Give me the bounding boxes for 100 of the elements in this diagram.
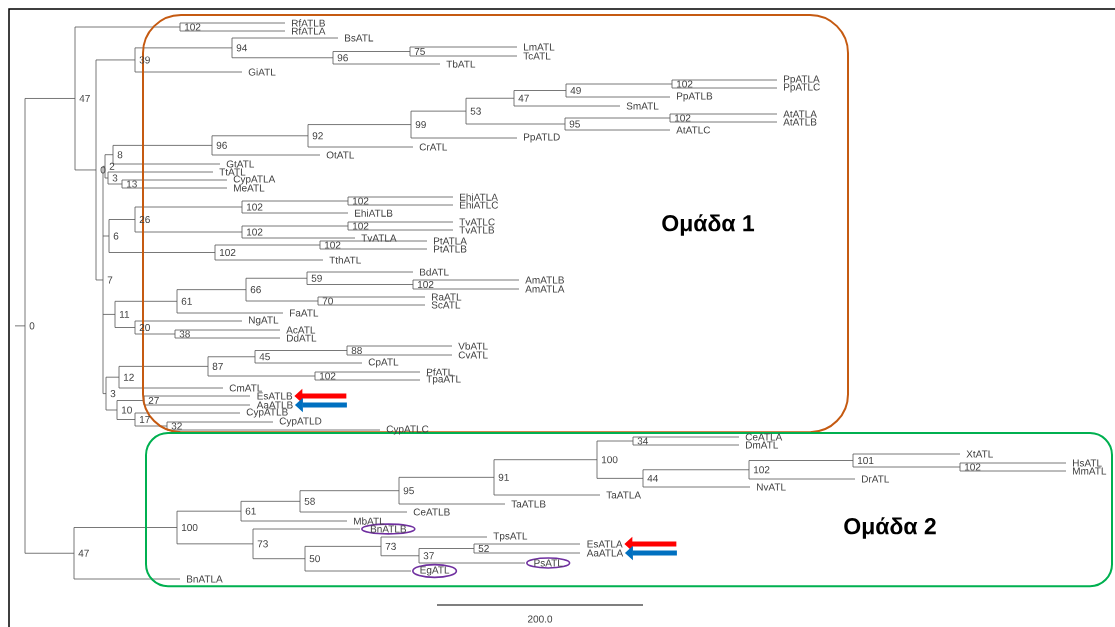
taxon-label: MbATL: [354, 517, 385, 525]
bootstrap-value: 102: [965, 463, 981, 471]
taxon-label: NvATL: [757, 483, 786, 491]
taxon-label: EhiATLA: [460, 193, 498, 201]
bootstrap-value: 59: [311, 274, 322, 282]
taxon-label: SmATL: [626, 102, 659, 110]
bootstrap-value: 52: [478, 544, 489, 553]
bootstrap-value: 66: [250, 286, 261, 294]
scale-label: 200.0: [528, 615, 553, 623]
taxon-label: MeATL: [234, 184, 265, 192]
bootstrap-value: 32: [171, 422, 182, 430]
bootstrap-value: 102: [325, 241, 341, 249]
taxon-label: TvATLC: [459, 218, 495, 226]
taxon-label: PpATLD: [524, 133, 560, 143]
taxon-label: AaATLA: [586, 549, 624, 557]
taxon-label: RfATLB: [292, 19, 325, 27]
group-title: Ομάδα 2: [844, 517, 936, 539]
taxon-label: PpATLA: [784, 75, 820, 85]
taxon-label: AtATLB: [783, 118, 817, 126]
bootstrap-value: 96: [337, 54, 348, 62]
taxon-label: TvATLB: [459, 226, 495, 234]
taxon-label: DmATL: [746, 441, 779, 449]
taxon-label: CeATLA: [745, 433, 783, 441]
bootstrap-value: 17: [139, 416, 150, 423]
taxon-label: FaATL: [290, 309, 319, 317]
taxon-label: AcATL: [286, 326, 316, 334]
taxon-label: PpATLB: [677, 92, 713, 102]
bootstrap-value: 10: [121, 406, 132, 414]
bootstrap-value: 96: [216, 141, 227, 149]
bootstrap-value: 99: [415, 121, 426, 129]
taxon-label: DdATL: [287, 334, 317, 342]
taxon-label: MmATL: [1073, 467, 1107, 475]
taxon-label: TpsATL: [493, 532, 528, 542]
taxon-label: GiATL: [248, 68, 276, 76]
bootstrap-value: 87: [212, 362, 223, 370]
taxon-label: AaATLB: [256, 401, 293, 409]
bootstrap-value: 7: [107, 276, 113, 284]
bootstrap-value: 50: [309, 555, 320, 563]
taxon-label: TcATL: [523, 52, 551, 60]
bootstrap-value: 95: [403, 487, 414, 495]
bootstrap-value: 73: [385, 542, 396, 550]
taxon-label: EsATLA: [587, 540, 623, 548]
taxon-label: RfATLA: [292, 27, 326, 35]
taxon-label: CypATLA: [233, 175, 276, 185]
bootstrap-value: 6: [113, 232, 119, 240]
bootstrap-value: 58: [304, 497, 315, 505]
bootstrap-value: 11: [119, 310, 130, 318]
bootstrap-value: 70: [322, 297, 333, 305]
taxon-label: PfATL: [427, 368, 453, 376]
bootstrap-value: 102: [219, 248, 236, 257]
taxon-label: PpATLC: [784, 83, 820, 93]
taxon-label: DrATL: [862, 475, 890, 483]
taxon-label: TpaATL: [426, 375, 461, 385]
taxon-label: CvATL: [458, 351, 488, 359]
circled-taxon-label: PsATL: [526, 557, 571, 569]
bootstrap-value: 88: [351, 346, 362, 355]
bootstrap-value: 34: [637, 437, 649, 445]
bootstrap-value: 3: [110, 390, 116, 398]
bootstrap-value: 102: [418, 280, 434, 289]
bootstrap-value: 0: [29, 322, 35, 330]
taxon-label: PtATLB: [434, 245, 467, 253]
bootstrap-value: 102: [754, 466, 770, 474]
bootstrap-value: 53: [470, 107, 481, 115]
bootstrap-value: 92: [312, 132, 323, 140]
taxon-label: PtATLA: [434, 237, 467, 245]
bootstrap-value: 47: [518, 94, 529, 102]
bootstrap-value: 3: [112, 174, 118, 182]
bootstrap-value: 91: [498, 473, 509, 481]
taxon-label: HsATL: [1073, 459, 1102, 467]
bootstrap-value: 61: [181, 297, 192, 305]
taxon-label: AtATLA: [783, 110, 817, 118]
group-title: Ομάδα 1: [662, 214, 755, 236]
bootstrap-value: 94: [236, 44, 248, 52]
bootstrap-value: 47: [79, 95, 90, 102]
taxon-label: EhiATLB: [355, 209, 393, 217]
taxon-label: GtATL: [226, 160, 255, 168]
bootstrap-value: 101: [858, 456, 874, 465]
taxon-label: CeATLB: [413, 508, 450, 516]
taxon-label: EhiATLC: [460, 201, 499, 209]
taxon-label: CypATLD: [279, 417, 322, 427]
taxon-label: BnATLA: [187, 575, 223, 583]
bootstrap-value: 102: [184, 23, 201, 31]
bootstrap-value: 102: [677, 80, 693, 88]
taxon-label: BsATL: [345, 34, 374, 42]
taxon-label: BdATL: [420, 268, 449, 276]
taxon-label: TvATLA: [361, 234, 397, 242]
taxon-label: LmATL: [524, 43, 555, 51]
taxon-label: NgATL: [249, 316, 279, 326]
taxon-label: TbATL: [446, 60, 476, 68]
bootstrap-value: 0: [100, 166, 106, 174]
bootstrap-value: 75: [414, 48, 425, 55]
bootstrap-value: 8: [117, 151, 123, 159]
bootstrap-value: 100: [181, 524, 198, 532]
bootstrap-value: 37: [423, 552, 434, 560]
taxon-label: CrATL: [419, 143, 448, 151]
taxon-label: TtATL: [219, 168, 246, 176]
bootstrap-value: 95: [569, 120, 580, 128]
taxon-label: VbATL: [458, 342, 488, 350]
bootstrap-value: 102: [353, 197, 369, 205]
taxon-label: CpATL: [368, 358, 399, 368]
